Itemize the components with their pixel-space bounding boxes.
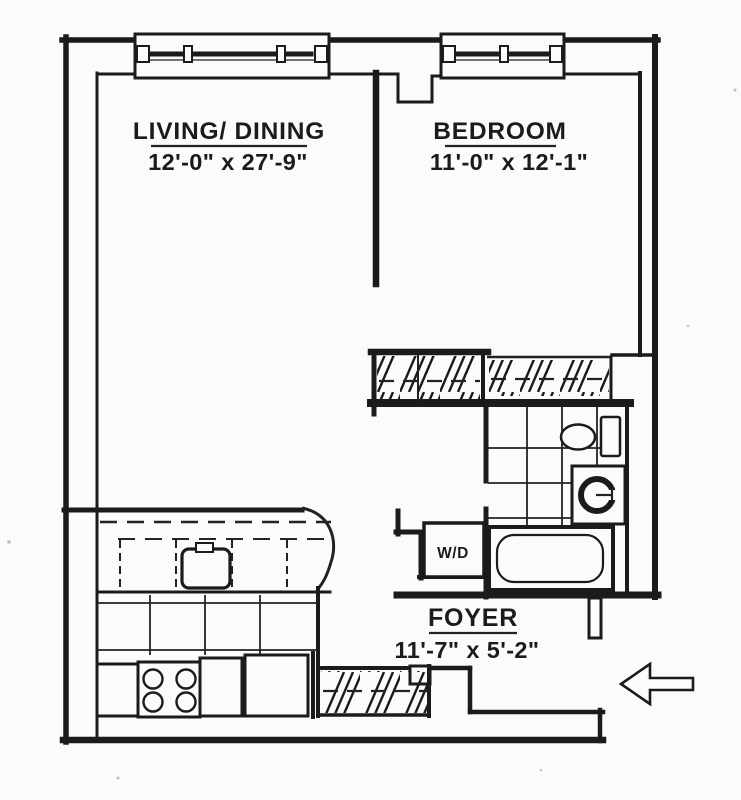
bathroom	[487, 407, 627, 592]
living-room-label: LIVING/ DINING	[133, 118, 325, 145]
washer-dryer-label: W/D	[437, 545, 469, 562]
kitchen-sink-icon	[180, 542, 232, 590]
kitchen-opening-curve	[301, 506, 336, 590]
exterior-walls	[59, 34, 662, 745]
kitchen	[95, 520, 332, 719]
entry-jamb	[587, 596, 603, 640]
stove-icon	[136, 660, 202, 719]
bedroom-label: BEDROOM	[433, 118, 567, 145]
toilet-icon	[559, 415, 622, 458]
window-bedroom	[439, 32, 566, 80]
washer-dryer: W/D	[422, 521, 486, 579]
lower-counters	[95, 651, 315, 719]
foyer-label: FOYER	[428, 604, 518, 632]
closet-foyer	[316, 664, 432, 718]
vanity-sink-icon	[570, 464, 627, 526]
interior-walls	[61, 69, 658, 740]
living-room-dims: 12'-0" x 27'-9"	[148, 149, 308, 175]
window-living	[133, 32, 331, 80]
entry-arrow-icon	[618, 661, 695, 707]
scan-specks	[7, 88, 737, 780]
room-labels: LIVING/ DINING 12'-0" x 27'-9" BEDROOM 1…	[133, 118, 588, 663]
foyer-dims: 11'-7" x 5'-2"	[395, 637, 540, 663]
closet-bedroom	[489, 360, 609, 396]
kitchen-tile-floor	[97, 595, 317, 655]
bedroom-dims: 11'-0" x 12'-1"	[430, 149, 588, 175]
closet-hall	[377, 356, 480, 400]
bathtub-icon	[487, 525, 615, 592]
